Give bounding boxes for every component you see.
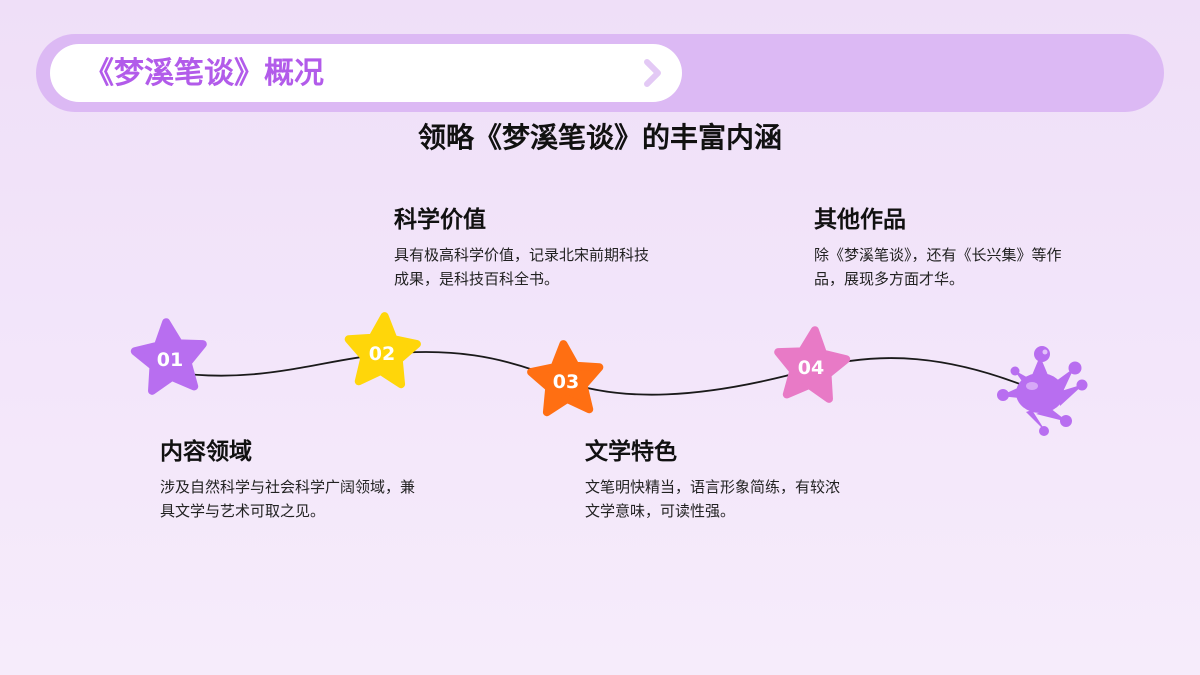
header-title-pill (50, 44, 682, 102)
star-icon-03: 03 (527, 340, 604, 417)
step-block-02: 科学价值 具有极高科学价值，记录北宋前期科技成果，是科技百科全书。 (394, 205, 649, 291)
step-desc-04: 除《梦溪笔谈》，还有《长兴集》等作品，展现多方面才华。 (814, 246, 1062, 288)
step-desc-03: 文笔明快精当，语言形象简练，有较浓文学意味，可读性强。 (585, 478, 841, 520)
step-desc-01: 涉及自然科学与社会科学广阔领域，兼具文学与艺术可取之见。 (160, 478, 416, 520)
timeline-curve (169, 351, 1036, 396)
star-icon-04: 04 (774, 326, 851, 403)
chevron-right-icon (644, 59, 661, 87)
star-icon-01: 01 (130, 318, 207, 395)
step-title-02: 科学价值 (394, 207, 486, 233)
step-title-03: 文学特色 (585, 439, 677, 465)
step-block-03: 文学特色 文笔明快精当，语言形象简练，有较浓文学意味，可读性强。 (585, 437, 840, 523)
page-title: 《梦溪笔谈》概况 (84, 56, 324, 91)
step-title-04: 其他作品 (814, 207, 906, 233)
step-number-03: 03 (553, 371, 579, 393)
step-number-01: 01 (157, 349, 183, 371)
step-title-01: 内容领域 (160, 439, 252, 465)
step-desc-02: 具有极高科学价值，记录北宋前期科技成果，是科技百科全书。 (394, 246, 650, 288)
splash-icon (997, 346, 1088, 436)
step-block-01: 内容领域 涉及自然科学与社会科学广阔领域，兼具文学与艺术可取之见。 (160, 437, 415, 523)
step-number-04: 04 (798, 357, 824, 379)
star-icon-02: 02 (344, 312, 421, 389)
section-subtitle: 领略《梦溪笔谈》的丰富内涵 (417, 121, 782, 154)
step-number-02: 02 (369, 343, 395, 365)
step-block-04: 其他作品 除《梦溪笔谈》，还有《长兴集》等作品，展现多方面才华。 (814, 205, 1069, 291)
